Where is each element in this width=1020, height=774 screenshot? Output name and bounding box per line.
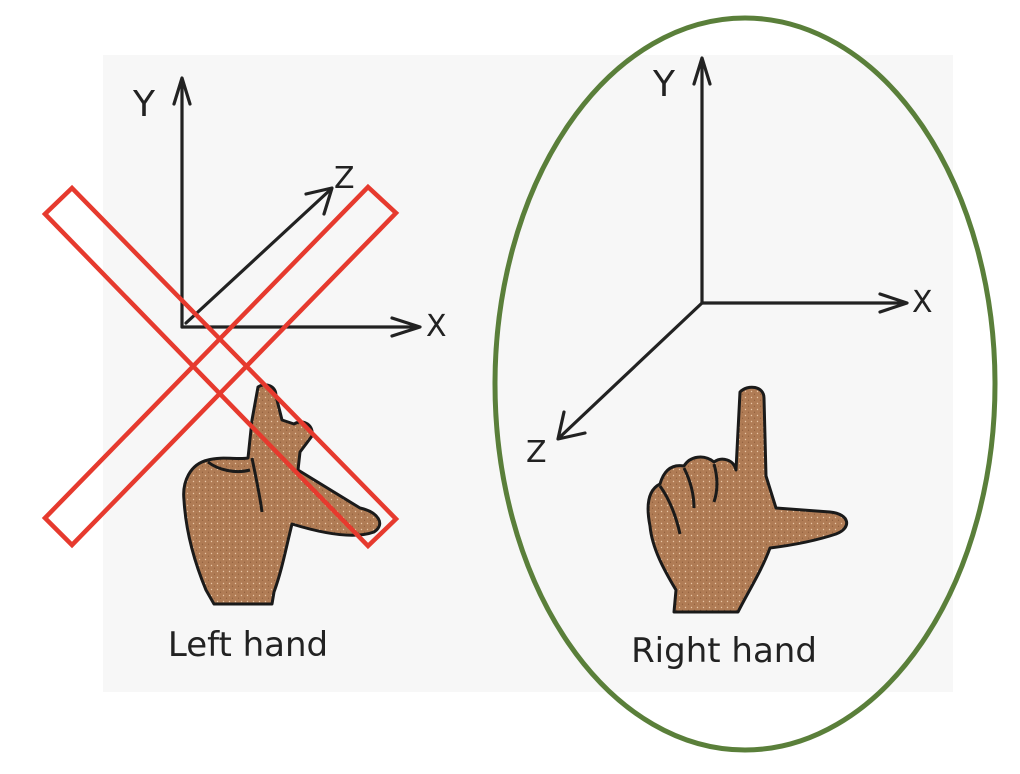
left-z-axis	[184, 188, 332, 325]
right-y-label: Y	[652, 64, 676, 105]
left-axes	[172, 76, 422, 338]
right-y-arrowhead	[692, 56, 712, 86]
right-panel: Y X Z Right hand	[492, 15, 998, 753]
left-y-arrowhead	[172, 76, 192, 106]
right-caption: Right hand	[631, 631, 817, 671]
left-y-label: Y	[132, 84, 156, 125]
cross-bar-down	[41, 184, 400, 550]
cross-bar-up	[41, 183, 400, 549]
left-panel: Y X Z Left hand	[41, 76, 447, 665]
left-z-label: Z	[334, 161, 355, 196]
right-x-label: X	[912, 285, 933, 320]
left-caption: Left hand	[168, 625, 328, 665]
right-z-arrowhead	[556, 410, 587, 441]
right-axes	[556, 56, 909, 441]
green-ellipse-highlight	[492, 15, 998, 753]
red-cross-icon	[41, 183, 400, 550]
right-z-label: Z	[526, 435, 547, 470]
right-hand-l-gesture-icon	[646, 385, 848, 614]
left-z-arrowhead	[304, 186, 334, 216]
left-x-label: X	[426, 309, 447, 344]
right-z-axis	[558, 301, 704, 439]
left-x-arrowhead	[390, 316, 422, 338]
right-x-arrowhead	[878, 292, 909, 314]
